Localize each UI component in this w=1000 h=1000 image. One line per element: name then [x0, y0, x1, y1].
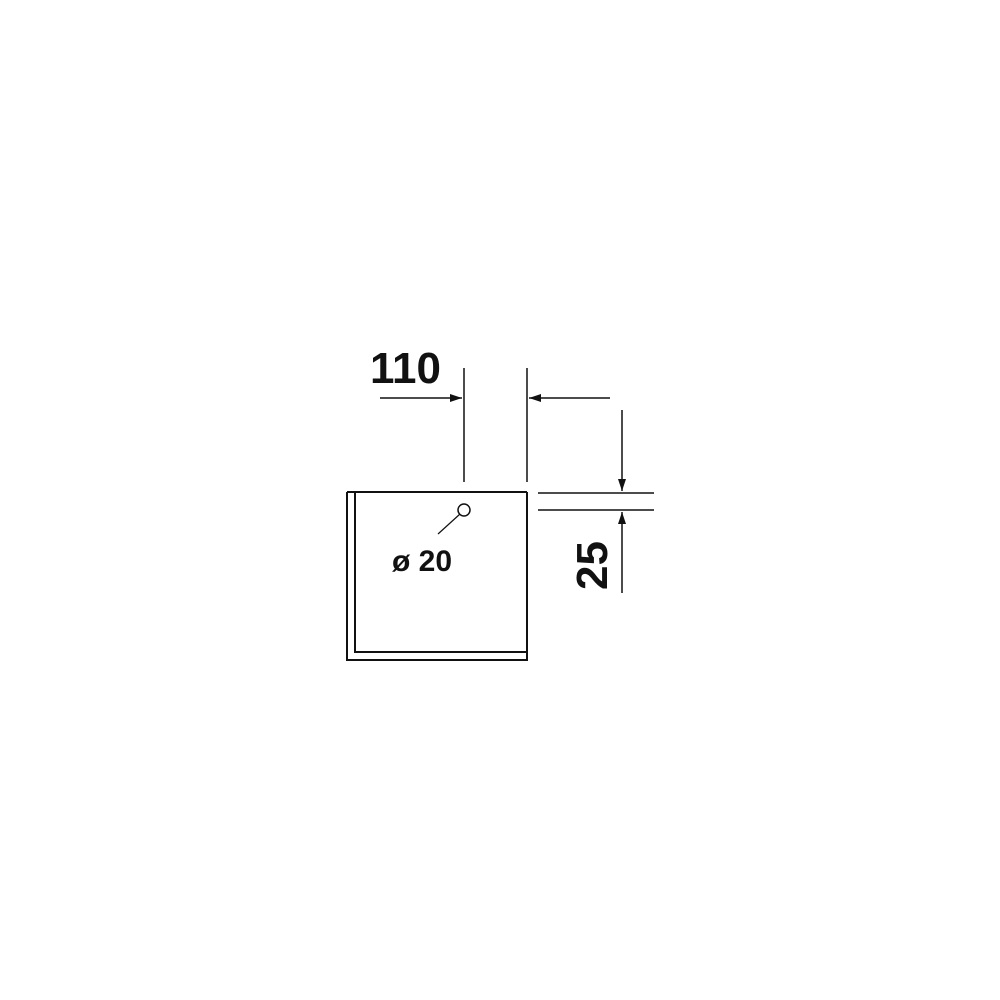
outer-edge: [346, 492, 528, 661]
width-dimension-label: 110: [370, 344, 441, 393]
inner-edge: [354, 492, 527, 653]
height-dimension: [538, 410, 654, 593]
height-dimension-label: 25: [568, 541, 617, 590]
width-dimension: [380, 368, 610, 482]
hole-leader: [437, 513, 461, 535]
part-outline: [346, 491, 528, 661]
hole-diameter-label: ø 20: [392, 545, 452, 578]
hole-circle: [457, 503, 471, 517]
